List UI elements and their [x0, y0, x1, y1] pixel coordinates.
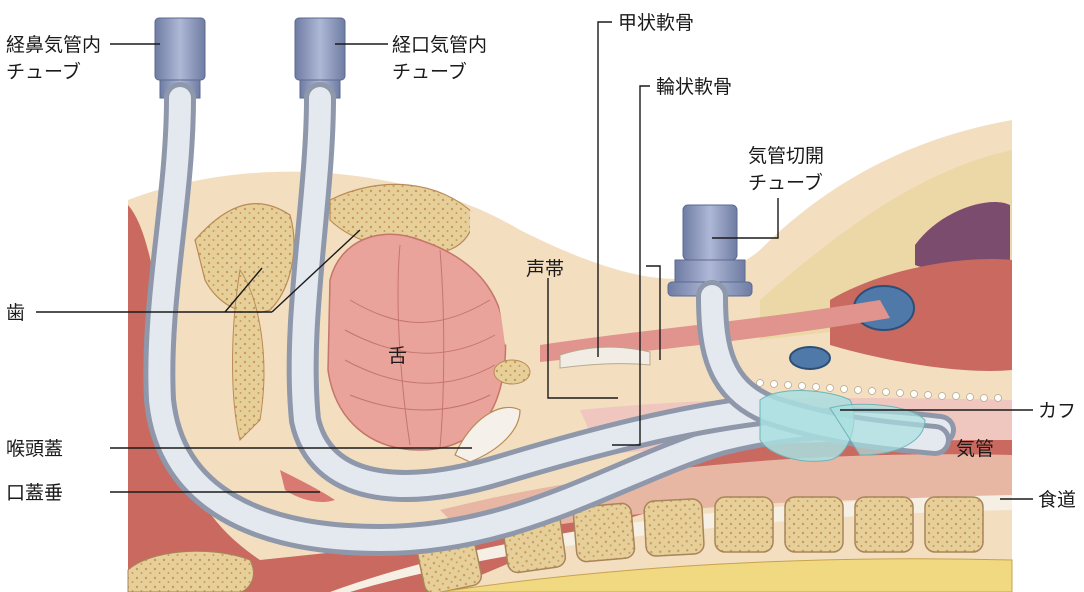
label-oral-tube-2: チューブ [392, 60, 467, 83]
label-esophagus: 食道 [1038, 489, 1076, 511]
label-cricoid-cartilage: 輪状軟骨 [656, 76, 732, 98]
label-nasal-tube-2: チューブ [6, 60, 81, 83]
label-thyroid-cartilage: 甲状軟骨 [618, 12, 694, 34]
label-tongue: 舌 [388, 345, 407, 367]
label-nasal-tube-1: 経鼻気管内 [6, 34, 101, 56]
label-vocal-cords: 声帯 [526, 258, 564, 280]
label-epiglottis: 喉頭蓋 [6, 438, 63, 460]
label-uvula: 口蓋垂 [6, 482, 63, 504]
hyoid-bone [494, 360, 530, 384]
label-trach-tube-2: チューブ [748, 171, 823, 194]
label-trachea: 気管 [956, 438, 994, 460]
label-cuff: カフ [1038, 400, 1076, 422]
label-teeth: 歯 [6, 302, 25, 324]
label-trach-tube-1: 気管切開 [748, 145, 824, 167]
label-oral-tube-1: 経口気管内 [392, 34, 487, 56]
blood-vessel-2 [790, 347, 830, 369]
